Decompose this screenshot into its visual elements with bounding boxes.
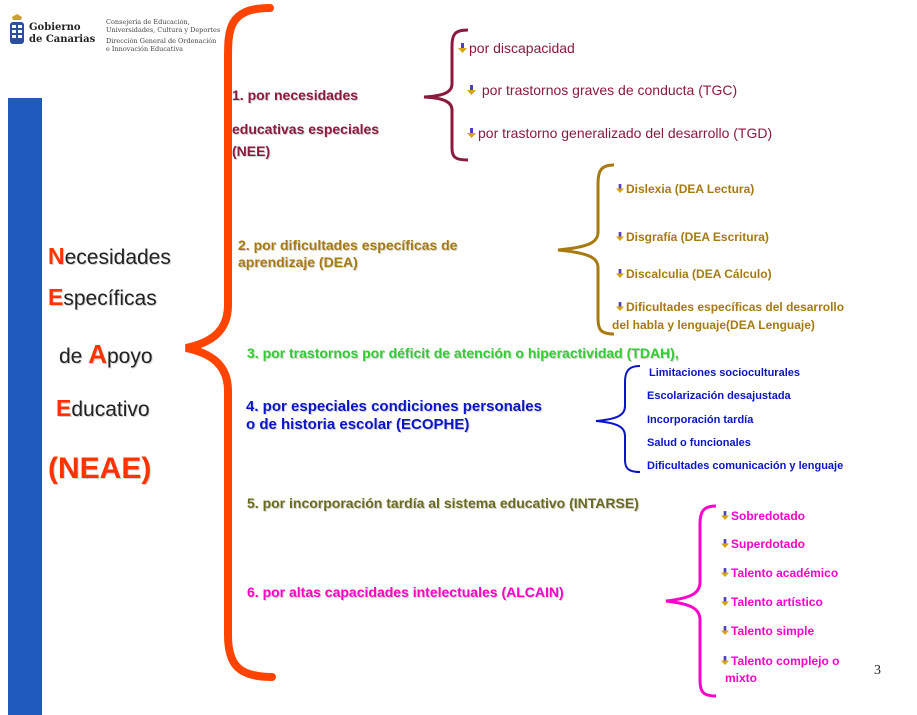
dea-line-1: 2. por dificultades específicas de <box>238 237 458 253</box>
category-intarse: 5. por incorporación tardía al sistema e… <box>247 495 639 511</box>
title-rest-1: ecesidades <box>64 246 171 269</box>
nee-item-2-text: por trastornos graves de conducta (TGC) <box>478 82 738 98</box>
bullet-arrow-icon <box>721 654 729 670</box>
logo-text-2: de Canarias <box>29 34 96 45</box>
alcain-item-1: Sobredotado <box>721 509 805 523</box>
title-cap-e2: E <box>56 395 72 421</box>
ecophe-item-2: Escolarización desajustada <box>647 390 791 402</box>
nee-line-1: 1. por necesidades <box>232 87 359 103</box>
ecophe-line-1: 4. por especiales condiciones personales <box>246 398 542 415</box>
nee-brace <box>423 28 469 162</box>
department-text: Consejería de Educación, Universidades, … <box>106 18 220 53</box>
page-number: 3 <box>874 663 881 678</box>
nee-item-3: por trastorno generalizado del desarroll… <box>467 125 772 141</box>
title-cap-e1: E <box>48 284 64 310</box>
dea-line-2: aprendizaje (DEA) <box>238 254 358 270</box>
category-ecophe: 4. por especiales condiciones personales… <box>246 398 542 434</box>
title-line-3: de Apoyo <box>59 339 153 370</box>
dea-item-3-text: Discalculia (DEA Cálculo) <box>626 267 772 281</box>
dea-item-4: Dificultades específicas del desarrollo … <box>612 299 844 334</box>
bullet-arrow-icon <box>721 511 729 523</box>
dea-item-4-line-2: del habla y lenguaje(DEA Lenguaje) <box>612 318 815 332</box>
dea-item-4-text: Dificultades específicas del desarrollo <box>626 300 845 314</box>
bullet-arrow-icon <box>616 269 624 281</box>
title-pre-3: de <box>59 345 89 368</box>
title-rest-2: specíficas <box>63 287 157 310</box>
crest-icon <box>8 14 26 48</box>
alcain-item-2-text: Superdotado <box>731 537 805 551</box>
alcain-item-2: Superdotado <box>721 537 805 551</box>
ecophe-line-2: o de historia escolar (ECOPHE) <box>246 416 470 433</box>
alcain-item-4-text: Talento artístico <box>731 595 823 609</box>
dept-line-2: Universidades, Cultura y Deportes <box>106 26 221 34</box>
alcain-item-6-line-1: Talento complejo o <box>721 653 839 670</box>
ecophe-item-3: Incorporación tardía <box>647 414 754 426</box>
dept-line-4: e Innovación Educativa <box>106 45 184 53</box>
bullet-arrow-icon <box>721 568 729 580</box>
category-dea: 2. por dificultades específicas de apren… <box>238 237 457 271</box>
bullet-arrow-icon <box>721 539 729 551</box>
ecophe-item-5: Dificultades comunicación y lenguaje <box>647 460 844 472</box>
dea-item-1: Dislexia (DEA Lectura) <box>616 182 754 196</box>
dea-item-4-line-1: Dificultades específicas del desarrollo <box>616 299 844 317</box>
ecophe-item-1: Limitaciones socioculturales <box>649 367 800 379</box>
alcain-item-1-text: Sobredotado <box>731 509 805 523</box>
dea-brace <box>557 163 615 336</box>
category-tdah: 3. por trastornos por déficit de atenció… <box>247 345 679 361</box>
title-line-4: Educativo <box>56 395 150 422</box>
bullet-arrow-icon <box>721 597 729 609</box>
category-alcain: 6. por altas capacidades intelectuales (… <box>247 584 564 600</box>
alcain-item-5-text: Talento simple <box>731 624 815 638</box>
nee-item-1-text: por discapacidad <box>469 40 575 56</box>
alcain-item-6-line-2: mixto <box>725 671 758 685</box>
alcain-item-5: Talento simple <box>721 624 814 638</box>
title-cap-a: A <box>88 339 107 369</box>
dea-item-1-text: Dislexia (DEA Lectura) <box>626 182 755 196</box>
dea-item-3: Discalculia (DEA Cálculo) <box>616 267 772 281</box>
main-brace <box>185 4 276 681</box>
logo-text-1: Gobierno <box>29 22 81 33</box>
logo-block: Gobierno de Canarias <box>8 14 98 54</box>
ecophe-brace <box>595 365 641 473</box>
alcain-item-3-text: Talento académico <box>731 566 839 580</box>
blue-side-bar <box>8 98 42 715</box>
bullet-arrow-icon <box>616 232 624 244</box>
category-nee: 1. por necesidades educativas especiales… <box>232 80 379 158</box>
nee-item-3-text: por trastorno generalizado del desarroll… <box>478 125 773 141</box>
dea-item-2-text: Disgrafía (DEA Escritura) <box>626 230 769 244</box>
bullet-arrow-icon <box>721 626 729 638</box>
dept-line-1: Consejería de Educación, <box>106 18 190 26</box>
title-rest-3: poyo <box>106 345 153 368</box>
nee-line-2: educativas especiales <box>232 121 380 137</box>
ecophe-item-4: Salud o funcionales <box>647 437 751 449</box>
dea-item-2: Disgrafía (DEA Escritura) <box>616 230 769 244</box>
alcain-item-3: Talento académico <box>721 566 838 580</box>
bullet-arrow-icon <box>616 184 624 196</box>
alcain-item-6: Talento complejo o mixto <box>721 653 839 686</box>
nee-item-2: por trastornos graves de conducta (TGC) <box>467 82 737 98</box>
title-line-2: Específicas <box>48 284 157 311</box>
title-rest-4: ducativo <box>71 398 150 421</box>
bullet-arrow-icon <box>467 127 476 141</box>
title-line-1: Necesidades <box>48 243 171 270</box>
alcain-item-6-text: Talento complejo o <box>731 654 840 668</box>
dept-line-3: Dirección General de Ordenación <box>106 37 217 45</box>
bullet-arrow-icon <box>458 42 467 56</box>
alcain-brace <box>665 504 717 698</box>
nee-item-1: por discapacidad <box>458 40 575 56</box>
alcain-item-4: Talento artístico <box>721 595 823 609</box>
title-acronym: (NEAE) <box>48 452 152 485</box>
bullet-arrow-icon <box>616 300 624 317</box>
title-cap-n: N <box>48 243 65 269</box>
nee-line-3: (NEE) <box>232 143 271 159</box>
bullet-arrow-icon <box>467 84 476 98</box>
